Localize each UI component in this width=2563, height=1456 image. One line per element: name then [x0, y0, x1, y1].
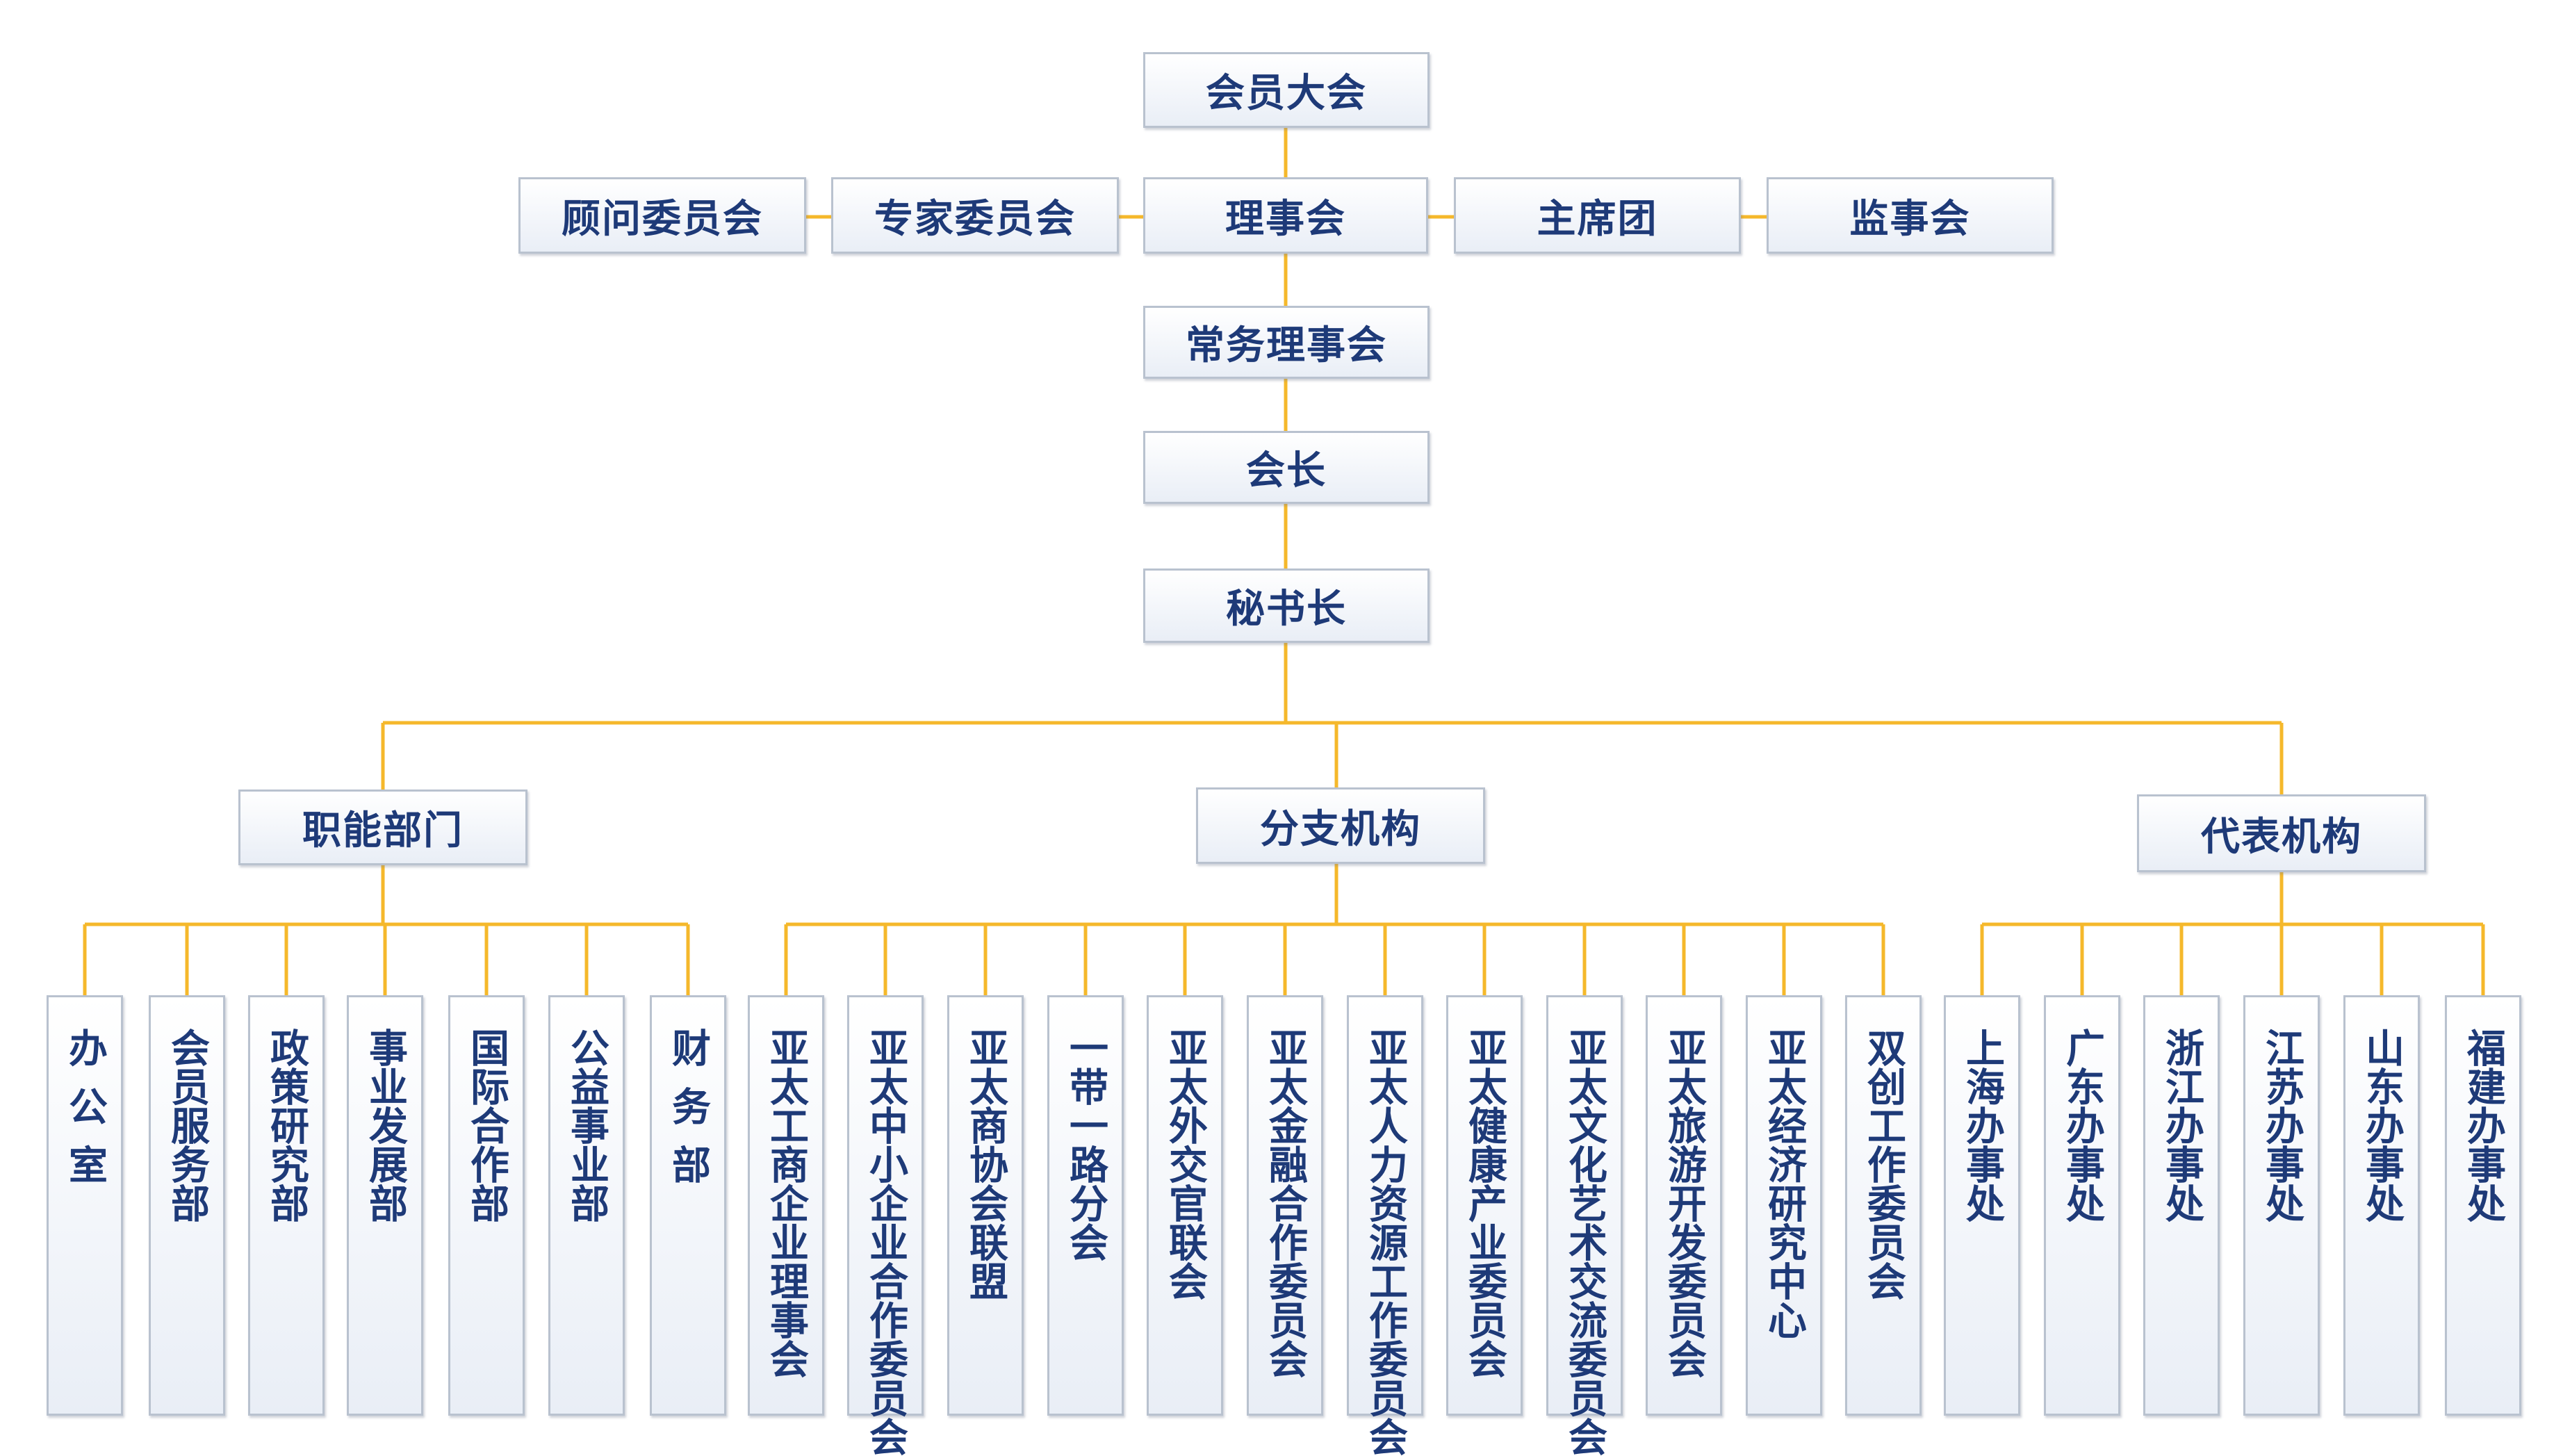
box-functional-departments[interactable]: 职能部门	[238, 790, 527, 865]
branch-3[interactable]: 亚太商协会联盟	[947, 995, 1024, 1416]
branch-10[interactable]: 亚太旅游开发委员会	[1646, 995, 1722, 1416]
office-jiangsu[interactable]: 江苏办事处	[2243, 995, 2320, 1416]
dept-public-welfare[interactable]: 公益事业部	[548, 995, 625, 1416]
dept-label: 公益事业部	[564, 1028, 609, 1222]
dept-label: 财务部	[665, 1028, 711, 1203]
box-presidium[interactable]: 主席团	[1454, 177, 1741, 254]
box-council[interactable]: 理事会	[1143, 177, 1428, 254]
box-standing-council[interactable]: 常务理事会	[1143, 306, 1430, 379]
dept-international-cooperation[interactable]: 国际合作部	[448, 995, 525, 1416]
office-label: 广东办事处	[2059, 1028, 2105, 1222]
office-label: 山东办事处	[2359, 1028, 2405, 1222]
office-label: 福建办事处	[2460, 1028, 2506, 1222]
branch-12[interactable]: 双创工作委员会	[1845, 995, 1922, 1416]
box-expert-committee[interactable]: 专家委员会	[831, 177, 1119, 254]
branch-7[interactable]: 亚太人力资源工作委员会	[1347, 995, 1423, 1456]
dept-label: 办公室	[62, 1028, 108, 1203]
dept-label: 政策研究部	[263, 1028, 309, 1222]
office-shandong[interactable]: 山东办事处	[2343, 995, 2420, 1416]
office-shanghai[interactable]: 上海办事处	[1944, 995, 2020, 1416]
branch-6[interactable]: 亚太金融合作委员会	[1247, 995, 1323, 1416]
office-zhejiang[interactable]: 浙江办事处	[2143, 995, 2220, 1416]
branch-label: 亚太中小企业合作委员会	[862, 1028, 908, 1456]
dept-label: 国际合作部	[464, 1028, 509, 1222]
dept-label: 事业发展部	[362, 1028, 408, 1222]
box-assembly[interactable]: 会员大会	[1143, 52, 1430, 128]
office-label: 江苏办事处	[2259, 1028, 2304, 1222]
branch-label: 亚太工商企业理事会	[763, 1028, 809, 1378]
office-guangdong[interactable]: 广东办事处	[2044, 995, 2120, 1416]
box-advisory-committee[interactable]: 顾问委员会	[518, 177, 806, 254]
branch-8[interactable]: 亚太健康产业委员会	[1446, 995, 1523, 1416]
dept-member-services[interactable]: 会员服务部	[149, 995, 225, 1416]
branch-label: 亚太金融合作委员会	[1262, 1028, 1308, 1378]
branch-2[interactable]: 亚太中小企业合作委员会	[847, 995, 924, 1456]
branch-label: 亚太健康产业委员会	[1461, 1028, 1507, 1378]
office-label: 浙江办事处	[2159, 1028, 2204, 1222]
branch-label: 亚太经济研究中心	[1761, 1028, 1807, 1339]
box-secretary-general[interactable]: 秘书长	[1143, 569, 1430, 643]
branch-label: 双创工作委员会	[1860, 1028, 1906, 1300]
dept-policy-research[interactable]: 政策研究部	[248, 995, 325, 1416]
branch-label: 亚太外交官联会	[1162, 1028, 1208, 1300]
branch-label: 亚太文化艺术交流委员会	[1562, 1028, 1607, 1456]
branch-5[interactable]: 亚太外交官联会	[1147, 995, 1223, 1416]
branch-4[interactable]: 一带一路分会	[1047, 995, 1124, 1416]
branch-label: 亚太商协会联盟	[963, 1028, 1008, 1300]
branch-label: 亚太旅游开发委员会	[1661, 1028, 1707, 1378]
office-label: 上海办事处	[1959, 1028, 2005, 1222]
branch-label: 一带一路分会	[1063, 1028, 1108, 1261]
office-fujian[interactable]: 福建办事处	[2445, 995, 2521, 1416]
dept-office[interactable]: 办公室	[47, 995, 123, 1416]
box-branch-organizations[interactable]: 分支机构	[1196, 787, 1485, 864]
dept-finance[interactable]: 财务部	[650, 995, 726, 1416]
dept-label: 会员服务部	[164, 1028, 210, 1222]
branch-9[interactable]: 亚太文化艺术交流委员会	[1546, 995, 1623, 1456]
branch-label: 亚太人力资源工作委员会	[1362, 1028, 1408, 1456]
box-president[interactable]: 会长	[1143, 431, 1430, 504]
branch-11[interactable]: 亚太经济研究中心	[1746, 995, 1822, 1416]
box-representative-offices[interactable]: 代表机构	[2137, 794, 2426, 872]
branch-1[interactable]: 亚太工商企业理事会	[748, 995, 824, 1416]
box-supervisory-board[interactable]: 监事会	[1767, 177, 2054, 254]
dept-business-development[interactable]: 事业发展部	[347, 995, 423, 1416]
